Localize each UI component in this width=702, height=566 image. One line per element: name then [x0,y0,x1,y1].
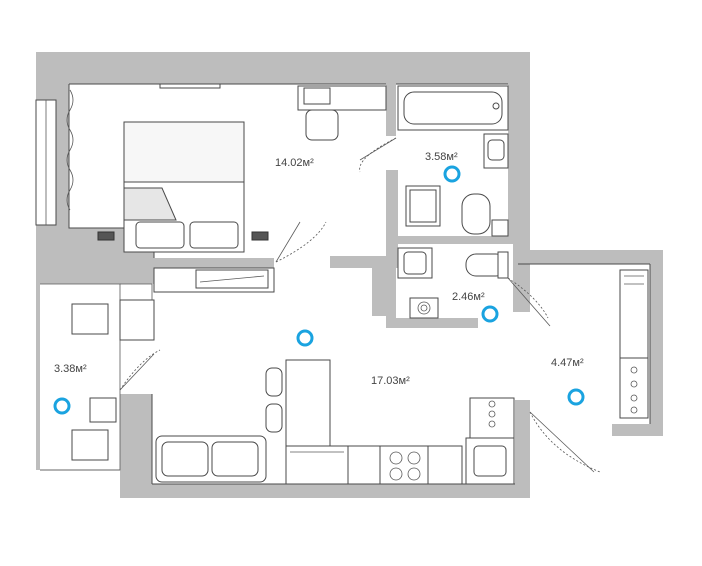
hall-wardrobe [619,269,649,419]
washing-machine [405,185,441,227]
doors [119,137,601,473]
boiler [409,297,439,319]
bathroom-sink [483,133,509,169]
area-label-balcony: 3.38м² [54,363,87,375]
area-label-bathroom: 3.58м² [425,151,458,163]
windows [35,83,221,341]
room-marker-bathroom[interactable] [443,165,461,183]
toilet-sink [397,247,433,279]
bathroom-toilet [461,193,509,237]
room-marker-balcony[interactable] [53,397,71,415]
kitchen-counter [285,397,515,485]
walls [36,52,663,498]
area-label-hall: 4.47м² [551,357,584,369]
sofa [155,435,267,483]
room-marker-living-kitchen[interactable] [296,329,314,347]
room-marker-toilet[interactable] [481,305,499,323]
bathtub [397,85,509,131]
area-label-bedroom: 14.02м² [275,157,314,169]
area-label-living-kitchen: 17.03м² [371,375,410,387]
bed [97,121,269,253]
area-label-toilet: 2.46м² [452,291,485,303]
desk [297,85,387,141]
toilet [465,251,509,279]
dining-table [265,359,331,451]
curtains [66,89,74,211]
wardrobe [153,267,275,293]
room-markers[interactable] [53,165,585,415]
balcony-furniture [71,303,117,461]
room-marker-hall[interactable] [567,388,585,406]
area-labels: 14.02м² 3.58м² 2.46м² 4.47м² 17.03м² 3.3… [54,151,584,387]
